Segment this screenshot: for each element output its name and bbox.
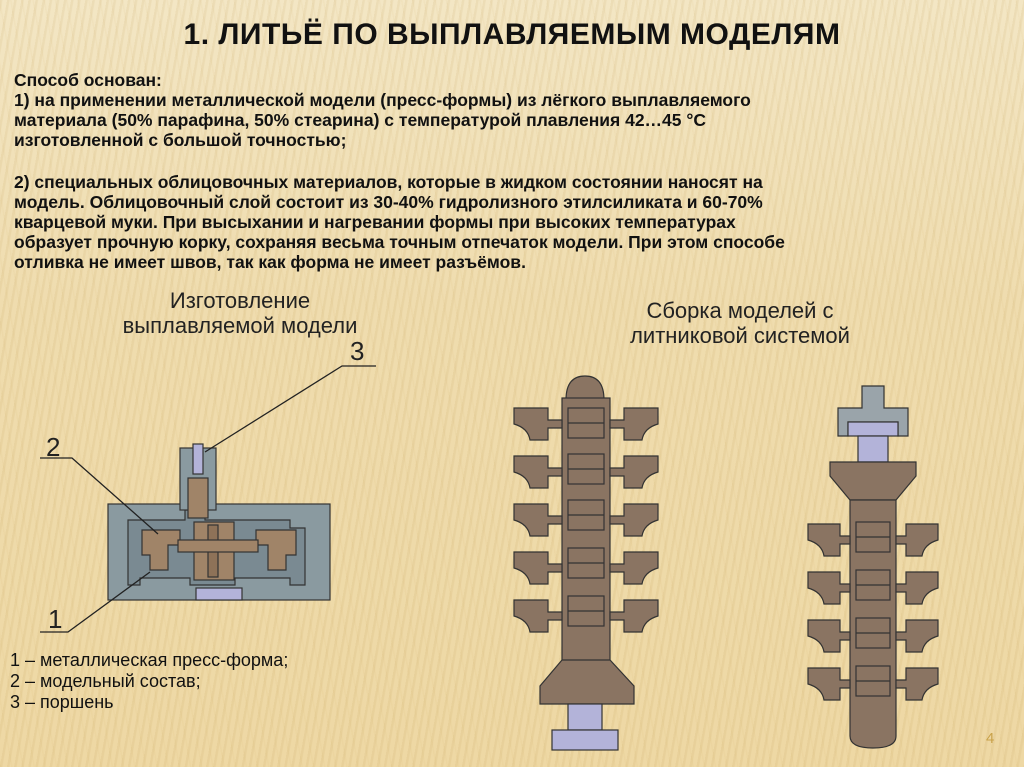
legend-item: 1 – металлическая пресс-форма; (10, 650, 289, 670)
point2-line: 2) специальных облицовочных материалов, … (14, 172, 763, 192)
intro-line: материала (50% парафина, 50% стеарина) с… (14, 110, 707, 130)
cluster-base-foot (551, 729, 619, 751)
legend-item: 2 – модельный состав; (10, 671, 201, 691)
model-cluster-right (807, 385, 939, 749)
caption-line: выплавляемой модели (122, 313, 358, 338)
model-cluster-left (513, 375, 659, 751)
base-plate (195, 587, 243, 601)
sprue-right-paddles (895, 523, 939, 701)
callout-2: 2 (46, 432, 60, 462)
callout-lines (40, 365, 376, 633)
caption-assembly: Сборка моделей с литниковой системой (560, 298, 920, 348)
sprue-cells (855, 521, 891, 697)
sprue-insert (847, 421, 899, 437)
cluster-left-paddles (513, 407, 563, 633)
cluster-funnel (539, 659, 635, 705)
cluster-base-stem (567, 703, 603, 731)
piston (192, 443, 204, 475)
point2-line: отливка не имеет швов, так как форма не … (14, 252, 526, 272)
intro-line: 1) на применении металлической модели (п… (14, 90, 751, 110)
callout-3: 3 (350, 336, 364, 366)
callout-1: 1 (48, 604, 62, 634)
cluster-top-cap (565, 375, 605, 401)
page-number: 4 (986, 730, 995, 747)
caption-line: Изготовление (169, 288, 311, 313)
callout-line-3 (204, 365, 376, 453)
model-left-lobe (141, 529, 181, 571)
intro-line: Способ основан: (14, 70, 162, 90)
cluster-right-paddles (609, 407, 659, 633)
caption-line: Сборка моделей с (646, 298, 834, 323)
caption-model-making: Изготовление выплавляемой модели (60, 288, 420, 338)
sprue-left-paddles (807, 523, 851, 701)
sprue-funnel (829, 461, 917, 501)
slide-title: 1. ЛИТЬЁ ПО ВЫПЛАВЛЯЕМЫМ МОДЕЛЯМ (183, 18, 841, 51)
callout-line-1 (40, 571, 151, 633)
caption-line: литниковой системой (630, 323, 850, 348)
point2-paragraph: 2) специальных облицовочных материалов, … (14, 172, 1004, 272)
model-in-cylinder (187, 477, 209, 519)
legend: 1 – металлическая пресс-форма; 2 – модел… (10, 650, 288, 713)
intro-line: изготовленной с большой точностью; (14, 130, 347, 150)
point2-line: модель. Облицовочный слой состоит из 30-… (14, 192, 763, 212)
point2-line: кварцевой муки. При высыхании и нагреван… (14, 212, 736, 232)
cluster-cells (567, 407, 605, 627)
press-form-diagram (107, 443, 331, 601)
point2-line: образует прочную корку, сохраняя весьма … (14, 232, 785, 252)
model-bridge (177, 539, 259, 553)
legend-item: 3 – поршень (10, 692, 114, 712)
callout-line-2 (40, 457, 159, 535)
intro-paragraph: Способ основан: 1) на применении металли… (14, 70, 1004, 150)
model-right-lobe (255, 529, 297, 571)
sprue-neck (857, 435, 889, 463)
